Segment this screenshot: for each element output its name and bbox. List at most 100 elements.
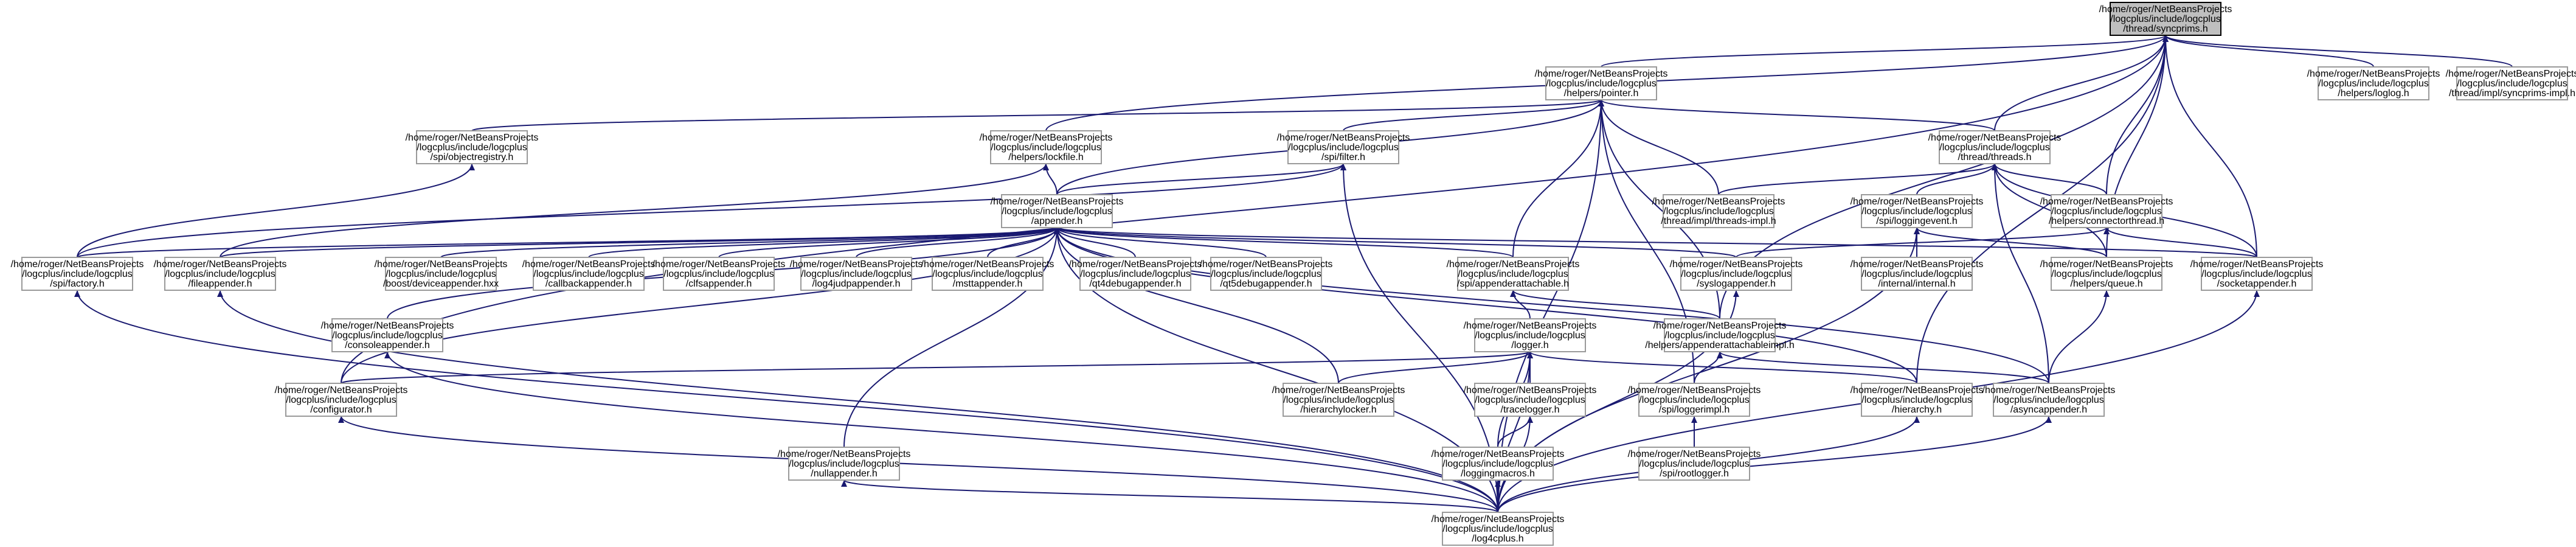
node-label-log4judpappender-line-0: /home/roger/NetBeansProjects (790, 259, 923, 270)
node-syslogappender[interactable]: /home/roger/NetBeansProjects/logcplus/in… (1670, 257, 1803, 291)
node-box-helpers_loglog (2318, 66, 2429, 100)
node-label-consoleappender-line-0: /home/roger/NetBeansProjects (321, 321, 454, 331)
node-label-appenderattachableimpl-line-1: /logcplus/include/logcplus (1664, 330, 1774, 341)
node-fileappender[interactable]: /home/roger/NetBeansProjects/logcplus/in… (154, 257, 287, 291)
node-clfsappender[interactable]: /home/roger/NetBeansProjects/logcplus/in… (653, 257, 786, 291)
node-qt5debugappender[interactable]: /home/roger/NetBeansProjects/logcplus/in… (1200, 257, 1333, 291)
edge-clfsappender-to-appender (718, 227, 1060, 258)
node-label-appenderattachableimpl-line-0: /home/roger/NetBeansProjects (1653, 321, 1787, 331)
node-ndc[interactable]: /home/roger/NetBeansProjects/logcplus/in… (1272, 383, 1405, 417)
node-label-log4cplus-line-2: /log4cplus.h (1472, 534, 1523, 544)
node-label-qt5debugappender-line-1: /logcplus/include/logcplus (1211, 269, 1321, 279)
node-objectregistry[interactable]: /home/roger/NetBeansProjects/logcplus/in… (406, 130, 539, 164)
node-loggingevent[interactable]: /home/roger/NetBeansProjects/logcplus/in… (1851, 194, 1984, 228)
edge-syslogappender-to-connectorthread (1736, 227, 2110, 258)
node-callbackappender[interactable]: /home/roger/NetBeansProjects/logcplus/in… (522, 257, 656, 291)
node-appender[interactable]: /home/roger/NetBeansProjects/logcplus/in… (991, 194, 1124, 228)
node-label-configurator-line-0: /home/roger/NetBeansProjects (275, 385, 408, 395)
node-factory[interactable]: /home/roger/NetBeansProjects/logcplus/in… (11, 257, 144, 291)
node-box-logger (1474, 318, 1586, 352)
node-label-lockfile-line-2: /helpers/lockfile.h (1008, 152, 1084, 162)
node-asyncappender[interactable]: /home/roger/NetBeansProjects/logcplus/in… (1982, 383, 2116, 417)
node-appenderattachable[interactable]: /home/roger/NetBeansProjects/logcplus/in… (1447, 257, 1580, 291)
node-label-helpers_loglog-line-1: /logcplus/include/logcplus (2318, 78, 2428, 89)
node-label-loggingevent-line-1: /logcplus/include/logcplus (1861, 206, 1972, 217)
node-box-consoleappender (331, 318, 443, 352)
node-label-connectorthread-line-2: /helpers/connectorthread.h (2049, 216, 2164, 226)
node-loggerimpl[interactable]: /home/roger/NetBeansProjects/logcplus/in… (1628, 383, 1761, 417)
node-label-log4judpappender-line-1: /logcplus/include/logcplus (801, 269, 911, 279)
node-connectorthread[interactable]: /home/roger/NetBeansProjects/logcplus/in… (2040, 194, 2173, 228)
node-logger[interactable]: /home/roger/NetBeansProjects/logcplus/in… (1464, 318, 1597, 352)
node-box-threads (1939, 130, 2051, 164)
node-filter[interactable]: /home/roger/NetBeansProjects/logcplus/in… (1277, 130, 1410, 164)
node-threads[interactable]: /home/roger/NetBeansProjects/logcplus/in… (1928, 130, 2062, 164)
node-label-internal-line-1: /logcplus/include/logcplus (1861, 269, 1972, 279)
node-box-thread_syncprims (2110, 2, 2221, 36)
node-label-syslogappender-line-1: /logcplus/include/logcplus (1681, 269, 1791, 279)
edge-ndc-to-appender (1054, 227, 1339, 384)
node-label-syncprims_impl-line-1: /logcplus/include/logcplus (2457, 78, 2567, 89)
edge-helpers_pointer-to-thread_syncprims (1601, 35, 2169, 68)
node-log4judpappender[interactable]: /home/roger/NetBeansProjects/logcplus/in… (790, 257, 923, 291)
node-appenderattachableimpl[interactable]: /home/roger/NetBeansProjects/logcplus/in… (1645, 318, 1795, 352)
edge-connectorthread-to-threads (1992, 163, 2107, 195)
node-label-nullappender-line-1: /logcplus/include/logcplus (789, 459, 899, 469)
node-consoleappender[interactable]: /home/roger/NetBeansProjects/logcplus/in… (321, 318, 454, 352)
node-rootlogger[interactable]: /home/roger/NetBeansProjects/logcplus/in… (1628, 447, 1761, 481)
node-box-callbackappender (533, 257, 645, 291)
node-socketappender[interactable]: /home/roger/NetBeansProjects/logcplus/in… (2190, 257, 2324, 291)
edge-log4cplus-to-consoleappender (384, 351, 1498, 513)
node-label-log4cplus-line-0: /home/roger/NetBeansProjects (1432, 514, 1565, 524)
node-label-threads-line-0: /home/roger/NetBeansProjects (1928, 133, 2062, 143)
node-log4cplus[interactable]: /home/roger/NetBeansProjects/logcplus/in… (1432, 512, 1565, 546)
node-label-devicesappender-line-1: /logcplus/include/logcplus (386, 269, 496, 279)
node-label-msttappender-line-2: /msttappender.h (953, 279, 1023, 289)
node-configurator[interactable]: /home/roger/NetBeansProjects/logcplus/in… (275, 383, 408, 417)
edge-loggingevent-to-threads (1916, 163, 1998, 195)
edge-filter-to-helpers_pointer (1343, 99, 1604, 131)
node-label-fileappender-line-2: /fileappender.h (189, 279, 252, 289)
node-label-ndc-line-2: /hierarchylocker.h (1300, 405, 1376, 415)
node-label-callbackappender-line-2: /callbackappender.h (545, 279, 632, 289)
node-label-appender-line-0: /home/roger/NetBeansProjects (991, 197, 1124, 207)
node-box-appender (1001, 194, 1113, 228)
node-label-lockfile-line-0: /home/roger/NetBeansProjects (980, 133, 1113, 143)
edge-log4judpappender-to-appender (856, 227, 1060, 258)
node-internal[interactable]: /home/roger/NetBeansProjects/logcplus/in… (1851, 257, 1984, 291)
node-nullappender[interactable]: /home/roger/NetBeansProjects/logcplus/in… (778, 447, 911, 481)
node-label-factory-line-1: /logcplus/include/logcplus (22, 269, 132, 279)
node-box-log4cplus (1442, 512, 1554, 546)
node-label-asyncappender-line-0: /home/roger/NetBeansProjects (1982, 385, 2116, 395)
node-label-log4judpappender-line-2: /log4judpappender.h (812, 279, 900, 289)
edge-appenderattachable-to-appender (1054, 227, 1514, 258)
edge-syslogappender-to-appender (1054, 227, 1737, 258)
edge-objectregistry-to-helpers_pointer (471, 99, 1604, 131)
edge-asyncappender-to-threads (1992, 163, 2049, 384)
node-hierarchy[interactable]: /home/roger/NetBeansProjects/logcplus/in… (1851, 383, 1984, 417)
edge-factory-to-appender (77, 227, 1060, 258)
node-label-threads_impl-line-0: /home/roger/NetBeansProjects (1652, 197, 1785, 207)
node-label-logger-line-1: /logcplus/include/logcplus (1475, 330, 1585, 341)
node-queue[interactable]: /home/roger/NetBeansProjects/logcplus/in… (2040, 257, 2173, 291)
node-label-log4cplus-line-1: /logcplus/include/logcplus (1442, 524, 1553, 534)
edge-fileappender-to-appender (220, 227, 1060, 258)
node-label-consoleappender-line-1: /logcplus/include/logcplus (332, 330, 442, 341)
node-msttappender[interactable]: /home/roger/NetBeansProjects/logcplus/in… (921, 257, 1054, 291)
edge-connectorthread-to-thread_syncprims (2106, 35, 2169, 195)
node-devicesappender[interactable]: /home/roger/NetBeansProjects/logcplus/in… (375, 257, 508, 291)
node-loggingmacros[interactable]: /home/roger/NetBeansProjects/logcplus/in… (1432, 447, 1565, 481)
node-label-consoleappender-line-2: /consoleappender.h (345, 340, 430, 350)
node-label-asyncappender-line-1: /logcplus/include/logcplus (1993, 395, 2103, 405)
node-box-loggerimpl (1638, 383, 1750, 417)
node-label-helpers_pointer-line-0: /home/roger/NetBeansProjects (1535, 69, 1668, 79)
node-syncprims_impl[interactable]: /home/roger/NetBeansProjects/logcplus/in… (2446, 66, 2576, 100)
node-helpers_pointer[interactable]: /home/roger/NetBeansProjects/logcplus/in… (1535, 66, 1668, 100)
node-tracelogger[interactable]: /home/roger/NetBeansProjects/logcplus/in… (1464, 383, 1597, 417)
node-label-thread_syncprims-line-2: /thread/syncprims.h (2123, 24, 2208, 34)
node-threads_impl[interactable]: /home/roger/NetBeansProjects/logcplus/in… (1652, 194, 1785, 228)
node-lockfile[interactable]: /home/roger/NetBeansProjects/logcplus/in… (980, 130, 1113, 164)
node-qt4debugappender[interactable]: /home/roger/NetBeansProjects/logcplus/in… (1069, 257, 1202, 291)
node-helpers_loglog[interactable]: /home/roger/NetBeansProjects/logcplus/in… (2307, 66, 2440, 100)
node-label-hierarchy-line-1: /logcplus/include/logcplus (1861, 395, 1972, 405)
